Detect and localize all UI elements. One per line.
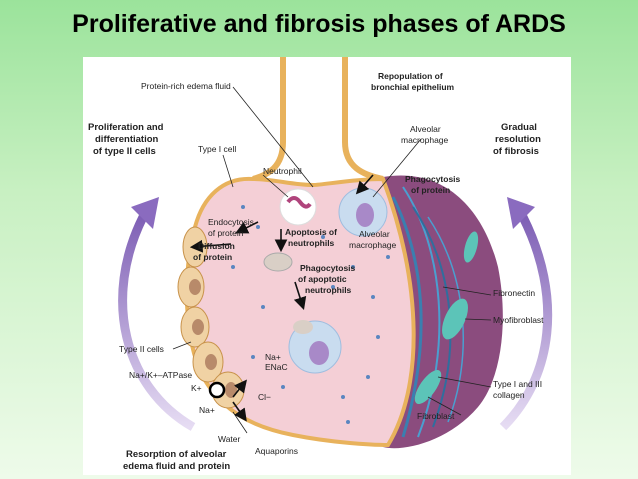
label-phagocytosis-protein-2: of protein: [411, 185, 450, 195]
right-cycle-arrowhead: [507, 197, 535, 229]
label-alveolar-macrophage-mid-1: Alveolar: [359, 229, 390, 239]
fibroblast-cell: [414, 369, 442, 405]
label-endocytosis-2: of protein: [208, 228, 244, 238]
label-proliferation-3: of type II cells: [93, 146, 156, 157]
neutrophil-cell: [279, 188, 317, 226]
label-na-k-atpase: Na+/K+–ATPase: [129, 370, 192, 380]
ards-diagram: Protein-rich edema fluid Repopulation of…: [83, 57, 571, 475]
label-type-ii-cells: Type II cells: [119, 344, 164, 354]
left-cycle-arrow: [118, 214, 196, 431]
label-type-collagen-1: Type I and III: [493, 379, 542, 389]
protein-particles: [231, 205, 390, 424]
apoptotic-neutrophil: [263, 252, 293, 272]
label-gradual-3: of fibrosis: [493, 146, 539, 157]
label-water: Water: [218, 434, 241, 444]
label-na-plus-bottom: Na+: [199, 405, 215, 415]
label-proliferation-1: Proliferation and: [88, 122, 164, 133]
label-protein-rich-edema: Protein-rich edema fluid: [141, 81, 231, 91]
label-endocytosis-1: Endocytosis: [208, 217, 254, 227]
label-cl-minus: Cl−: [258, 392, 271, 402]
label-apoptosis-1: Apoptosis of: [285, 227, 337, 237]
label-alveolar-macrophage-top-2: macrophage: [401, 135, 449, 145]
label-phagocytosis-apoptotic-3: neutrophils: [305, 285, 352, 295]
bronchiole-lumen: [289, 57, 339, 177]
label-gradual-2: resolution: [495, 134, 541, 145]
label-resorption-2: edema fluid and protein: [123, 461, 230, 472]
ards-diagram-svg: Protein-rich edema fluid Repopulation of…: [88, 57, 553, 472]
label-phagocytosis-apoptotic-2: of apoptotic: [298, 274, 347, 284]
label-fibroblast: Fibroblast: [417, 411, 455, 421]
left-cycle-arrowhead: [131, 197, 159, 229]
label-type-i-cell: Type I cell: [198, 144, 236, 154]
label-phagocytosis-protein-1: Phagocytosis: [405, 174, 461, 184]
label-alveolar-macrophage-mid-2: macrophage: [349, 240, 397, 250]
label-diffusion-1: Diffusion: [198, 241, 235, 251]
label-resorption-1: Resorption of alveolar: [126, 449, 227, 460]
label-k-plus: K+: [191, 383, 202, 393]
label-fibronectin: Fibronectin: [493, 288, 535, 298]
right-cycle-arrow: [499, 214, 553, 431]
myofibroblast-cell: [442, 298, 468, 340]
label-gradual-1: Gradual: [501, 122, 537, 133]
na-k-atpase-pump: [208, 381, 226, 399]
label-type-collagen-2: collagen: [493, 390, 525, 400]
label-na-plus: Na+: [265, 352, 281, 362]
slide-title: Proliferative and fibrosis phases of ARD…: [72, 10, 566, 38]
label-diffusion-2: of protein: [193, 252, 232, 262]
label-neutrophil: Neutrophil: [263, 166, 302, 176]
label-repopulation-2: bronchial epithelium: [371, 82, 455, 92]
label-apoptosis-2: neutrophils: [288, 238, 335, 248]
label-alveolar-macrophage-top-1: Alveolar: [410, 124, 441, 134]
label-aquaporins: Aquaporins: [255, 446, 298, 456]
label-repopulation-1: Repopulation of: [378, 71, 443, 81]
label-myofibroblast: Myofibroblast: [493, 315, 544, 325]
alveolar-macrophage-top: [338, 187, 388, 237]
alveolar-macrophage-bottom: [288, 320, 342, 374]
label-enac: ENaC: [265, 362, 288, 372]
label-phagocytosis-apoptotic-1: Phagocytosis: [300, 263, 356, 273]
label-proliferation-2: differentiation: [95, 134, 159, 145]
